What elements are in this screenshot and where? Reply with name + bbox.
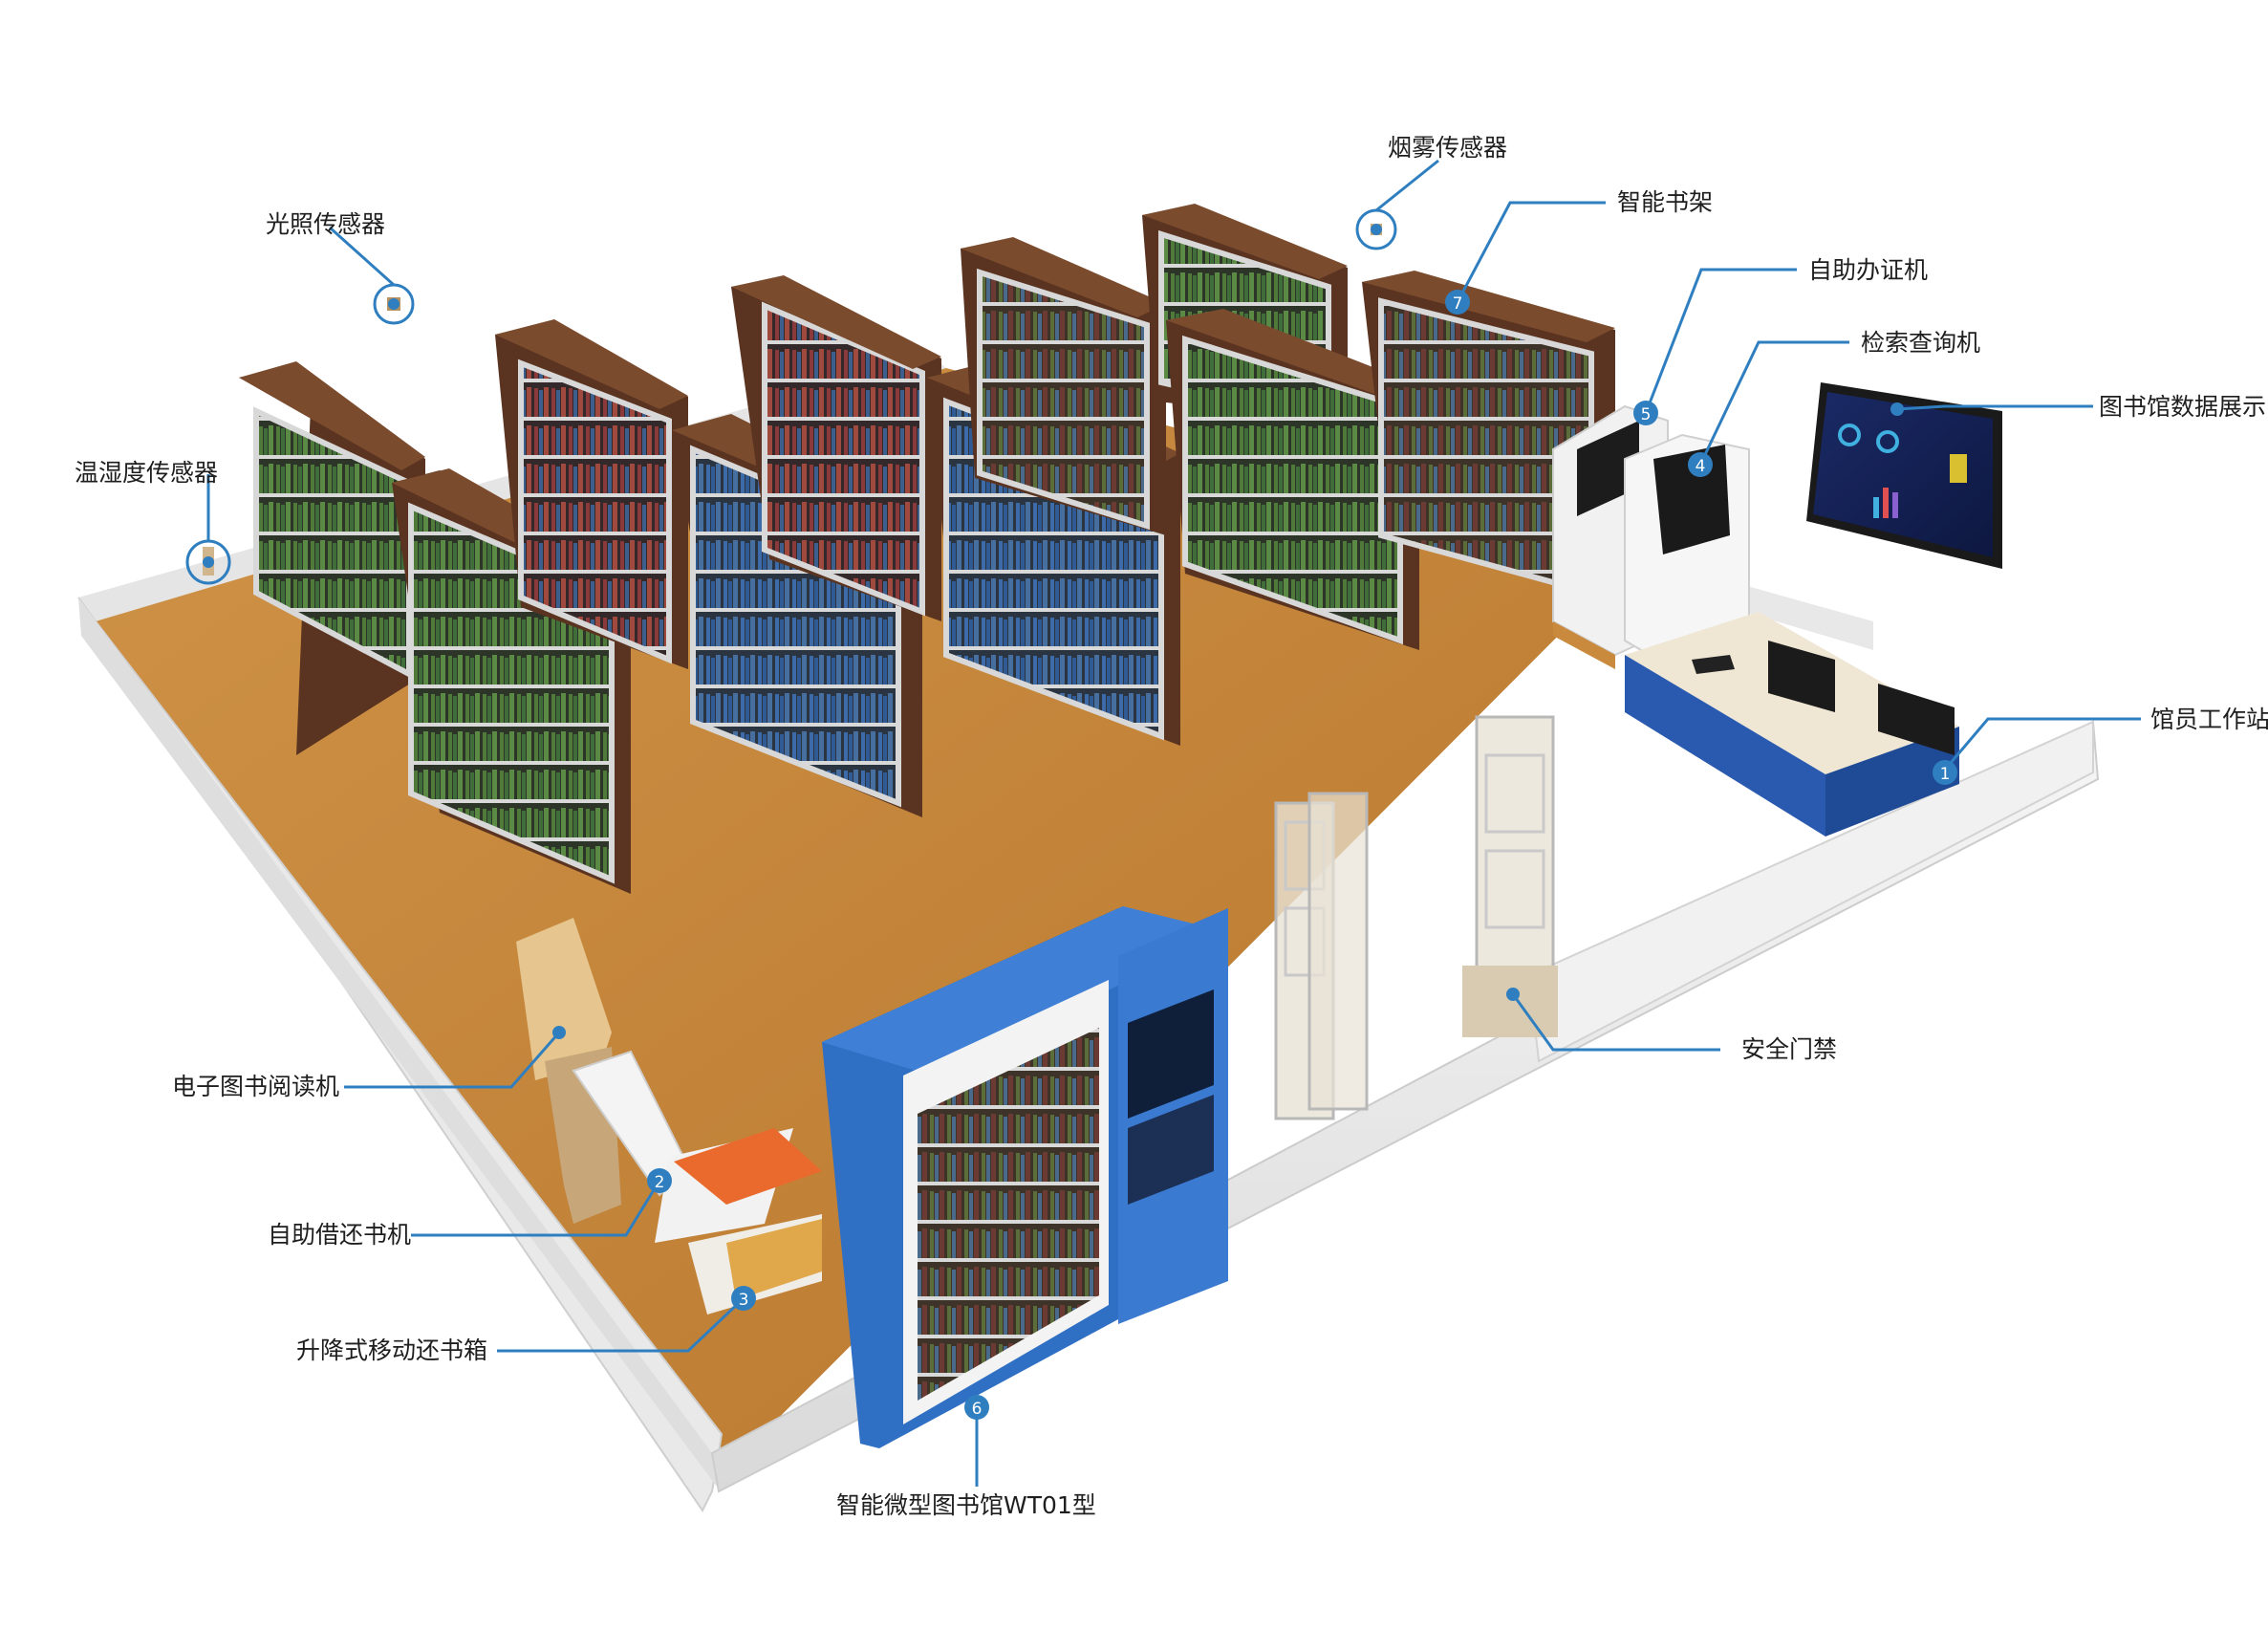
marker-1: 1 xyxy=(1933,760,1957,785)
marker-6-text: 6 xyxy=(972,1400,983,1419)
label-security-gate: 安全门禁 xyxy=(1741,1035,1838,1063)
micro-library-kiosk xyxy=(822,906,1228,1448)
number-markers: 1 2 3 4 5 6 7 xyxy=(647,290,1957,1420)
label-smoke-sensor: 烟雾传感器 xyxy=(1388,134,1508,162)
label-lifting-return-box: 升降式移动还书箱 xyxy=(296,1337,488,1364)
label-data-display: 图书馆数据展示 xyxy=(2099,393,2267,421)
data-display-monitor xyxy=(1806,382,2002,569)
librarian-desk xyxy=(1625,612,1959,837)
marker-2: 2 xyxy=(647,1168,672,1193)
bookshelves xyxy=(239,204,1615,894)
bookshelf xyxy=(961,237,1166,535)
security-gates xyxy=(1274,715,1558,1120)
label-search-machine: 检索查询机 xyxy=(1861,329,1981,357)
security-gate-panel xyxy=(1462,715,1558,1037)
bookshelf xyxy=(239,361,425,755)
callout-dots xyxy=(203,224,1904,1039)
marker-7: 7 xyxy=(1445,290,1470,315)
marker-4-text: 4 xyxy=(1696,457,1706,476)
callout-dot xyxy=(1506,988,1520,1001)
callout-dot xyxy=(388,298,400,310)
marker-3: 3 xyxy=(731,1286,756,1311)
label-librarian-station: 馆员工作站 xyxy=(2150,706,2268,733)
callout-lines xyxy=(206,159,2141,1487)
marker-1-text: 1 xyxy=(1940,765,1951,784)
bookshelf xyxy=(1166,309,1419,650)
label-card-machine: 自助办证机 xyxy=(1808,256,1929,284)
callout-dot xyxy=(203,556,214,568)
marker-3-text: 3 xyxy=(739,1291,749,1310)
marker-6: 6 xyxy=(964,1395,989,1420)
callout-dot xyxy=(552,1026,566,1039)
label-temp-humidity-sensor: 温湿度传感器 xyxy=(75,459,219,487)
callout-dot xyxy=(1890,402,1904,416)
label-micro-library: 智能微型图书馆WT01型 xyxy=(836,1491,1096,1519)
security-gate-panel xyxy=(1307,792,1369,1111)
self-borrow-machine xyxy=(572,1050,822,1315)
marker-5: 5 xyxy=(1633,401,1658,425)
label-ebook-reader: 电子图书阅读机 xyxy=(172,1073,340,1100)
marker-2-text: 2 xyxy=(655,1173,665,1192)
bookshelf xyxy=(495,319,688,669)
callout-dot xyxy=(1371,224,1382,235)
label-self-borrow-machine: 自助借还书机 xyxy=(268,1221,412,1249)
bookshelf xyxy=(1362,271,1615,602)
label-light-sensor: 光照传感器 xyxy=(266,210,386,238)
marker-4: 4 xyxy=(1688,452,1713,477)
label-smart-shelf: 智能书架 xyxy=(1617,188,1714,216)
marker-7-text: 7 xyxy=(1453,294,1463,314)
marker-5-text: 5 xyxy=(1641,405,1652,424)
bookshelf xyxy=(731,275,941,621)
